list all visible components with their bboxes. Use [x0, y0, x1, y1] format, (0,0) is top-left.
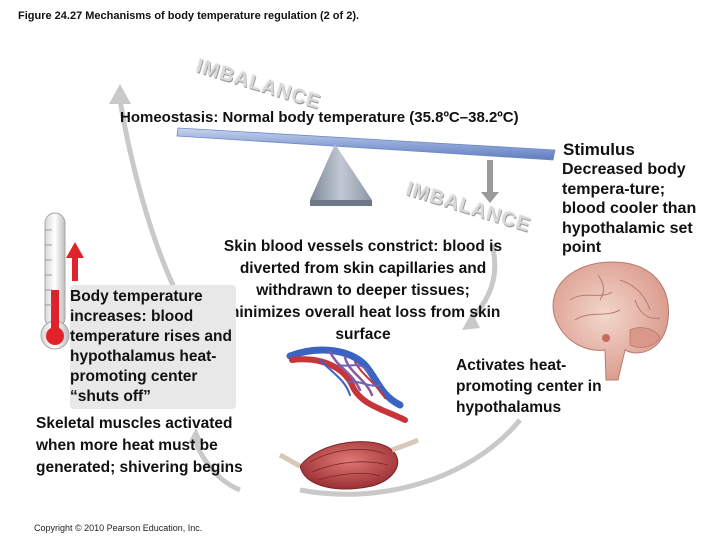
effector-text: Skeletal muscles activated when more hea… — [36, 415, 243, 476]
result-box — [70, 285, 236, 409]
red-up-arrow-icon — [66, 242, 84, 281]
control-center-text: Activates heat-promoting center in hypot… — [456, 357, 602, 416]
response-text: Skin blood vessels constrict: blood is d… — [223, 238, 503, 343]
arrow-stimulus-to-control — [468, 244, 498, 322]
thermometer-icon — [40, 212, 70, 350]
seesaw-icon — [176, 127, 556, 206]
arrow-effector-loop — [192, 439, 242, 493]
stimulus-text: Decreased body tempera-ture; blood coole… — [562, 161, 697, 256]
arrow-to-homeostasis — [117, 99, 183, 302]
muscle-icon — [278, 437, 420, 490]
homeostasis-value: Normal body temperature (35.8ºC–38.2ºC) — [222, 109, 519, 126]
blood-vessels-icon — [286, 346, 408, 423]
stimulus-title: Stimulus — [563, 140, 635, 159]
brain-icon — [552, 261, 670, 381]
homeostasis-title: Homeostasis: — [120, 109, 219, 126]
result-text: Body temperature increases: blood temper… — [70, 288, 232, 405]
copyright-text: Copyright © 2010 Pearson Education, Inc. — [34, 523, 203, 533]
arrow-response-loop — [299, 418, 522, 497]
figure-title: Figure 24.27 Mechanisms of body temperat… — [18, 10, 360, 22]
stimulus-down-arrow — [481, 160, 499, 203]
homeostasis-label: Homeostasis: Normal body temperature (35… — [120, 109, 519, 126]
